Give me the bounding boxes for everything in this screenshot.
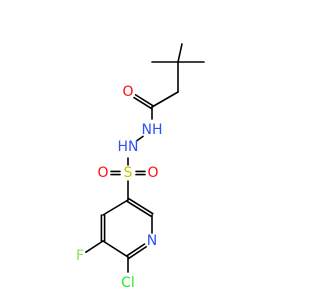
atom-label-f: F [76,248,84,264]
atom-label-o2: O [97,165,108,181]
bond-n1-n2 [136,135,144,142]
bond-cc-o1-b [133,96,152,110]
bond-ch2-cc [151,91,179,108]
atom-label-o3: O [147,165,158,181]
bond-c3-c2-a [126,200,152,218]
atom-label-n2: HN [118,139,139,155]
bond-n3-c6-a [126,243,146,257]
atom-label-o1: O [122,84,133,100]
atom-label-n1: NH [142,122,163,138]
bond-cc-o1-a [134,94,154,107]
bond-n3-c6-b [128,245,148,260]
bond-c5-f [85,240,104,253]
atom-label-s: S [124,165,133,181]
bond-me2-cq [177,43,183,63]
bond-c3-c2-b [128,197,154,215]
bonds-layer [85,43,205,273]
atom-label-n3: N [147,233,157,249]
bond-c4-c3 [102,199,129,216]
atom-label-cl: Cl [121,275,135,291]
bond-c6-c5 [102,240,129,258]
